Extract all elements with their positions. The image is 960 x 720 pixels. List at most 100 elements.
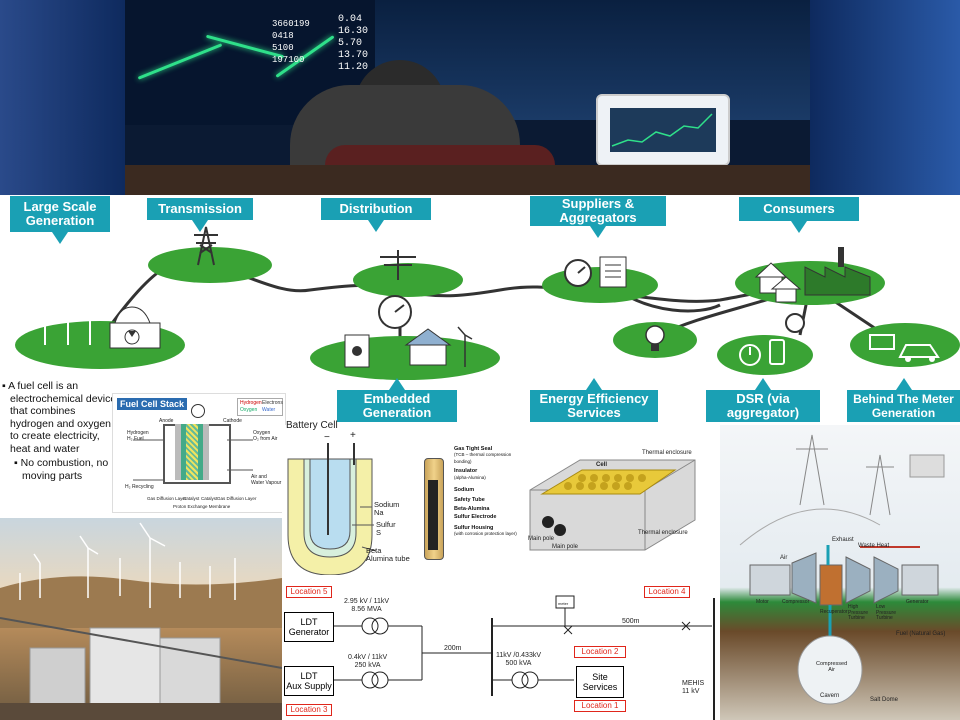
ldt-generator-box: LDT Generator: [284, 612, 334, 642]
right-wall-screen: [810, 0, 960, 195]
thermal-enclosure-label: Thermal enclosure: [642, 450, 692, 456]
small-wind-turbine-icon: [457, 326, 473, 367]
callout-label: Suppliers & Aggregators: [559, 196, 637, 225]
nas-cell-diagram: Gas Tight Seal (TCB – thermal compressio…: [418, 446, 518, 570]
houses-icon: [754, 262, 802, 303]
compressor-label: Compressor: [782, 599, 810, 605]
battery-cell-shape: [287, 443, 377, 575]
callout-label: Transmission: [158, 201, 242, 216]
meter-icon: [378, 295, 412, 329]
cell-array: [564, 474, 646, 490]
proton-exchange-membrane: [186, 424, 198, 480]
cathode-label: Cathode: [223, 418, 242, 424]
cable-distance: 200m: [444, 645, 462, 652]
ticker-column: 3660199 0418 5100 197100: [272, 18, 310, 66]
ticker-value: 11.20: [338, 62, 369, 73]
cell-label: Gas Tight Seal: [454, 446, 493, 452]
single-line-wiring: [334, 595, 715, 720]
supply-chain-network: [15, 226, 960, 380]
hydrogen-recycle-label: H₂ Recycling: [125, 484, 154, 490]
positive-terminal-label: +: [350, 430, 356, 441]
embedded-generation-hub: [310, 336, 500, 380]
catalyst-layer: [181, 424, 186, 480]
factory-icon: [804, 247, 871, 296]
thermal-enclosure-label: Thermal enclosure: [638, 530, 688, 536]
tablet: [596, 94, 730, 166]
location-label: Location 5: [286, 586, 332, 598]
nas-cell-core: [428, 480, 438, 550]
wind-farm-scene: [0, 522, 282, 720]
load-circle: [191, 404, 205, 418]
callout-transmission: Transmission: [147, 198, 253, 232]
catalyst-label: Catalyst: [183, 496, 200, 501]
motor-label: Motor: [756, 599, 769, 605]
cell-label: Cell: [596, 462, 608, 468]
ticker-value: 3660199: [272, 19, 310, 29]
location-label: Location 3: [286, 704, 332, 716]
pem-label: Proton Exchange Membrane: [173, 504, 231, 509]
generator-label: Generator: [906, 599, 929, 605]
callout-label: Energy Efficiency Services: [539, 391, 649, 420]
cell-label: Sulfur Housing: [454, 524, 494, 531]
meter-label: meter: [558, 601, 569, 606]
cell-label: Insulator: [454, 468, 478, 475]
main-pole-label: Main pole: [528, 536, 555, 542]
legend-item: Hydrogen: [240, 400, 262, 406]
fuel-cell-text: ▪ A fuel cell is an electrochemical devi…: [0, 380, 118, 515]
ticker-value: 16.30: [338, 26, 369, 37]
cable-distance: 500m: [622, 618, 640, 625]
callout-label: Distribution: [339, 201, 413, 216]
air-label: Air: [780, 555, 788, 561]
high-pressure-turbine-label: High Pressure Turbine: [848, 604, 869, 621]
power-button-icon: [739, 344, 761, 366]
callout-energy-efficiency: Energy Efficiency Services: [530, 378, 658, 422]
ticker-value: 197100: [272, 55, 305, 65]
location-label: Location 4: [644, 586, 690, 598]
callout-consumers: Consumers: [739, 197, 859, 233]
catalyst-label: Catalyst: [201, 496, 218, 501]
callout-label: Consumers: [763, 201, 835, 216]
sodium-label: Sodium Na: [374, 500, 400, 517]
battery-cell-diagram: Battery Cell − + Sodium Na Sulfur S Beta…: [282, 421, 410, 575]
cell-sublabel: (TCB – thermal compression bonding): [454, 452, 512, 464]
callout-label: Embedded Generation: [362, 391, 432, 420]
trading-photo: 0.04 16.30 5.70 13.70 11.20 3660199 0418…: [0, 0, 960, 195]
oxygen-in-label: Oxygen O₂ from Air: [253, 430, 278, 442]
document-icon: [599, 256, 627, 288]
cell-sublabel: (with corrosion protection layer): [454, 531, 517, 537]
battery-icon: [869, 334, 895, 350]
sub-bullet-item: ▪ No combustion, no moving parts: [14, 457, 109, 482]
desk: [125, 165, 810, 195]
cell-label: Beta-Alumina: [454, 505, 490, 512]
sub-bullet-text: No combustion, no moving parts: [20, 457, 109, 482]
left-wall-screen: [0, 0, 125, 195]
transformer-rating: 2.95 kV / 11kV 8.56 MVA: [344, 598, 390, 613]
legend-item: Electrons: [262, 400, 283, 406]
site-services-box: Site Services: [576, 666, 624, 698]
sulfur-label: Sulfur S: [376, 520, 396, 537]
callout-label: DSR (via aggregator): [726, 391, 800, 420]
anode-label: Anode: [159, 418, 174, 424]
meter-icon: [564, 259, 592, 287]
boiler-icon: [344, 334, 370, 368]
tablet-chart: [610, 108, 716, 152]
wind-farm-photo: [0, 518, 282, 720]
waste-heat-label: Waste Heat: [858, 543, 890, 549]
callout-label: Large Scale Generation: [23, 199, 97, 228]
meter-icon: [785, 313, 805, 333]
recuperator-label: Recuperator: [820, 609, 848, 615]
transformer-rating: 11kV /0.433kV 500 kVA: [496, 652, 542, 667]
callout-behind-the-meter: Behind The Meter Generation: [847, 378, 960, 422]
beta-alumina-label: Beta Alumina tube: [366, 546, 410, 563]
hydrogen-in-label: Hydrogen H₂ Fuel: [127, 430, 149, 442]
phone-icon: [769, 339, 785, 365]
cell-label: Safety Tube: [454, 497, 485, 504]
exhaust-label: Exhaust: [832, 537, 854, 543]
single-line-diagram: Location 5 LDT Generator LDT Aux Supply …: [282, 578, 720, 720]
location-label: Location 1: [574, 700, 626, 712]
fuel-cell-diagram: Fuel Cell Stack Hydrogen Electrons Oxyge…: [112, 393, 286, 513]
transmission-hub: [148, 247, 272, 283]
ticker-value: 5100: [272, 43, 294, 53]
gas-diffusion-layer: [203, 424, 209, 480]
air-out-label: Air and Water Vapour: [251, 474, 282, 486]
